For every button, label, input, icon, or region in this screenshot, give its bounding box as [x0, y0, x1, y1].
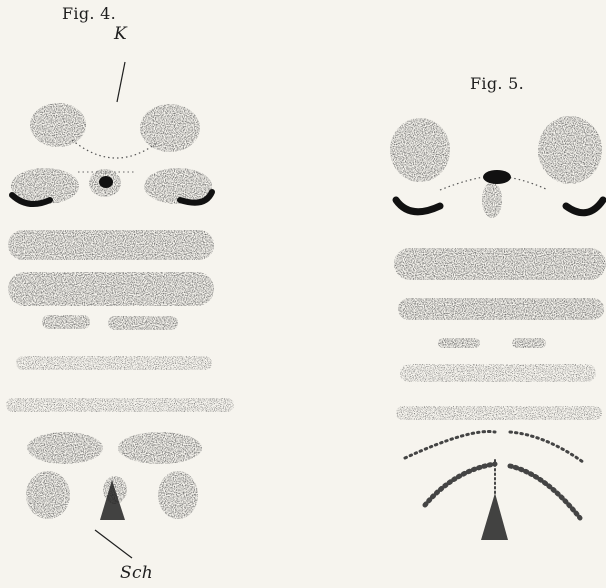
fig4-sch-pointer-line [95, 530, 132, 558]
fig4-faint-bands [6, 356, 234, 412]
fig4-head-lobes [30, 103, 200, 152]
fig4-segment-1 [11, 168, 212, 204]
figure-5-drawing [390, 116, 606, 540]
fig5-body-bands [394, 248, 606, 348]
fig5-tail-wedge [481, 493, 508, 540]
fig5-faint-bands [396, 364, 602, 420]
fig5-head-lobes [390, 116, 602, 218]
fig4-head-arc [72, 140, 158, 158]
fig4-k-pointer-line [117, 62, 125, 102]
fig4-body-bands [8, 230, 214, 330]
figure-4-drawing [6, 62, 234, 558]
